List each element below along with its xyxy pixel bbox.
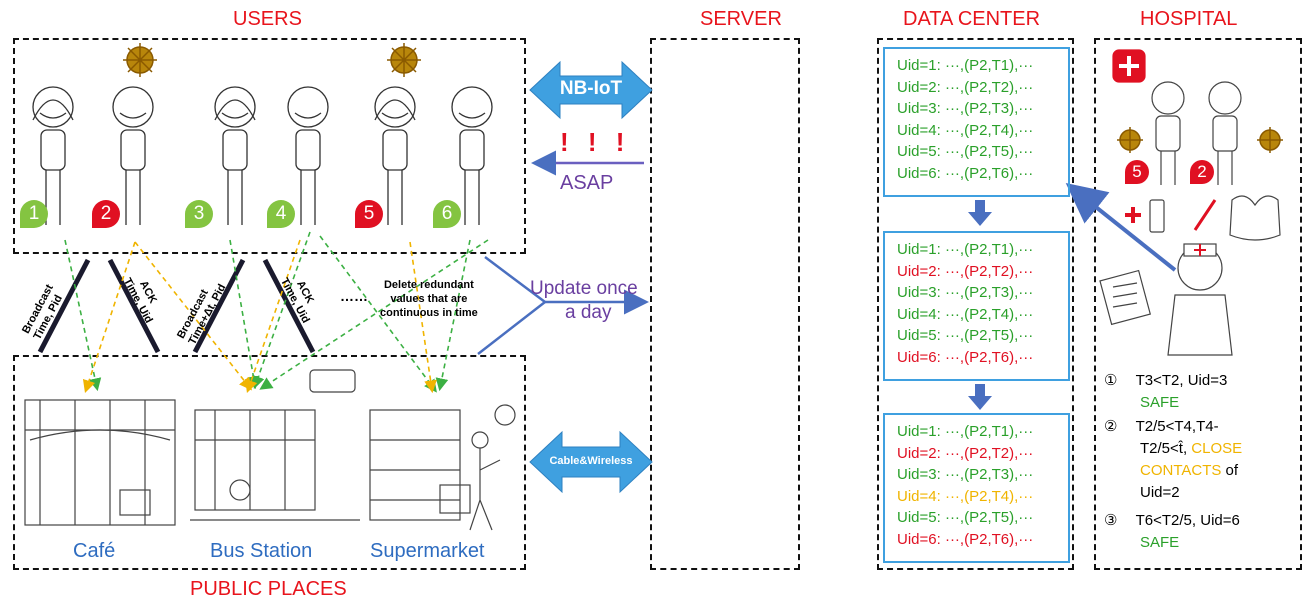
virus-icon <box>126 46 1281 151</box>
table-row: Uid=2: ···,(P2,T2),··· <box>897 444 1034 462</box>
table-row: Uid=6: ···,(P2,T6),··· <box>897 348 1034 366</box>
patient-badge: 2 <box>1190 160 1214 184</box>
step-result: CLOSE <box>1191 440 1243 457</box>
data-center-title: DATA CENTER <box>903 8 1041 30</box>
table-row: Uid=2: ···,(P2,T2),··· <box>897 78 1034 96</box>
patient-badge: 5 <box>1125 160 1149 184</box>
delete-annotation: Delete redundant values that are continu… <box>380 279 478 319</box>
public-places-title: PUBLIC PLACES <box>190 578 347 600</box>
users-title: USERS <box>233 8 302 30</box>
table-row: Uid=4: ···,(P2,T4),··· <box>897 305 1034 323</box>
step-number: ③ <box>1104 512 1118 529</box>
table-row: Uid=3: ···,(P2,T3),··· <box>897 284 1034 301</box>
table-row: Uid=5: ···,(P2,T5),··· <box>897 509 1034 526</box>
hospital-title: HOSPITAL <box>1140 8 1238 30</box>
alert-marks: ! ! ! <box>560 127 631 157</box>
data-center-box <box>877 38 1074 570</box>
step-condition: T2/5<T4,T4- <box>1135 418 1219 435</box>
place-label-supermarket: Supermarket <box>370 540 485 562</box>
user-figures <box>32 86 493 225</box>
table-row: Uid=2: ···,(P2,T2),··· <box>897 262 1034 280</box>
table-row: Uid=1: ···,(P2,T1),··· <box>897 423 1034 440</box>
user-badge: 1 <box>20 200 48 228</box>
asap-label: ASAP <box>560 172 614 194</box>
step-result: SAFE <box>1140 534 1180 551</box>
update-arrow <box>477 256 649 355</box>
hospital-upload-arrow <box>1065 183 1177 272</box>
nbiot-arrow-shape <box>529 60 653 120</box>
server-box <box>650 38 800 570</box>
step-number: ② <box>1104 418 1118 435</box>
broadcast-ack-arrows <box>37 258 316 354</box>
user-badge: 3 <box>185 200 213 228</box>
hospital-step-1: ① T3<T2, Uid=3 SAFE <box>1104 370 1299 414</box>
data-table-1: Uid=1: ···,(P2,T1),··· Uid=2: ···,(P2,T2… <box>883 47 1070 197</box>
hospital-step-3: ③ T6<T2/5, Uid=6 SAFE <box>1104 510 1299 554</box>
step-suffix: of <box>1221 462 1239 479</box>
table-row: Uid=4: ···,(P2,T4),··· <box>897 121 1034 139</box>
user-badge: 5 <box>355 200 383 228</box>
table-row: Uid=5: ···,(P2,T5),··· <box>897 143 1034 160</box>
bus-station-sketch <box>190 369 360 521</box>
nbiot-label: NB-IoT <box>559 78 623 99</box>
supermarket-sketch <box>369 404 516 531</box>
data-center-down-arrows <box>968 200 992 410</box>
table-row: Uid=6: ···,(P2,T6),··· <box>897 164 1034 182</box>
data-table-3: Uid=1: ···,(P2,T1),··· Uid=2: ···,(P2,T2… <box>883 413 1070 563</box>
hospital-sketch <box>1099 49 1281 356</box>
cable-wireless-label: Cable&Wireless <box>549 455 633 467</box>
green-dashed-arrows <box>64 231 489 393</box>
place-label-bus-station: Bus Station <box>210 540 313 562</box>
user-badge: 2 <box>92 200 120 228</box>
table-row: Uid=3: ···,(P2,T3),··· <box>897 466 1034 483</box>
yellow-dashed-arrows <box>82 239 437 394</box>
ellipsis: …… <box>340 288 368 304</box>
cable-arrow-shape <box>529 430 653 494</box>
table-row: Uid=1: ···,(P2,T1),··· <box>897 241 1034 258</box>
user-badge: 4 <box>267 200 295 228</box>
place-label-cafe: Café <box>73 540 116 562</box>
user-badge: 6 <box>433 200 461 228</box>
table-row: Uid=5: ···,(P2,T5),··· <box>897 327 1034 344</box>
public-places-box <box>13 355 526 570</box>
update-label-line2: a day <box>565 302 612 323</box>
step-result: CONTACTS <box>1140 462 1222 479</box>
step-condition: T6<T2/5, Uid=6 <box>1135 512 1240 529</box>
step-uid: Uid=2 <box>1140 484 1180 501</box>
server-title: SERVER <box>700 8 782 30</box>
users-box <box>13 38 526 254</box>
table-row: Uid=3: ···,(P2,T3),··· <box>897 100 1034 117</box>
step-condition: T3<T2, Uid=3 <box>1135 372 1228 389</box>
data-table-2: Uid=1: ···,(P2,T1),··· Uid=2: ···,(P2,T2… <box>883 231 1070 381</box>
table-row: Uid=4: ···,(P2,T4),··· <box>897 487 1034 505</box>
cafe-sketch <box>24 399 176 526</box>
table-row: Uid=6: ···,(P2,T6),··· <box>897 530 1034 548</box>
update-label-line1: Update once <box>530 278 638 299</box>
step-number: ① <box>1104 372 1118 389</box>
step-condition-cont: T2/5<t̂, <box>1140 440 1192 457</box>
table-row: Uid=1: ···,(P2,T1),··· <box>897 57 1034 74</box>
hospital-box <box>1094 38 1302 570</box>
step-result: SAFE <box>1140 394 1180 411</box>
hospital-step-2: ② T2/5<T4,T4- T2/5<t̂, CLOSE CONTACTS of… <box>1104 416 1299 504</box>
